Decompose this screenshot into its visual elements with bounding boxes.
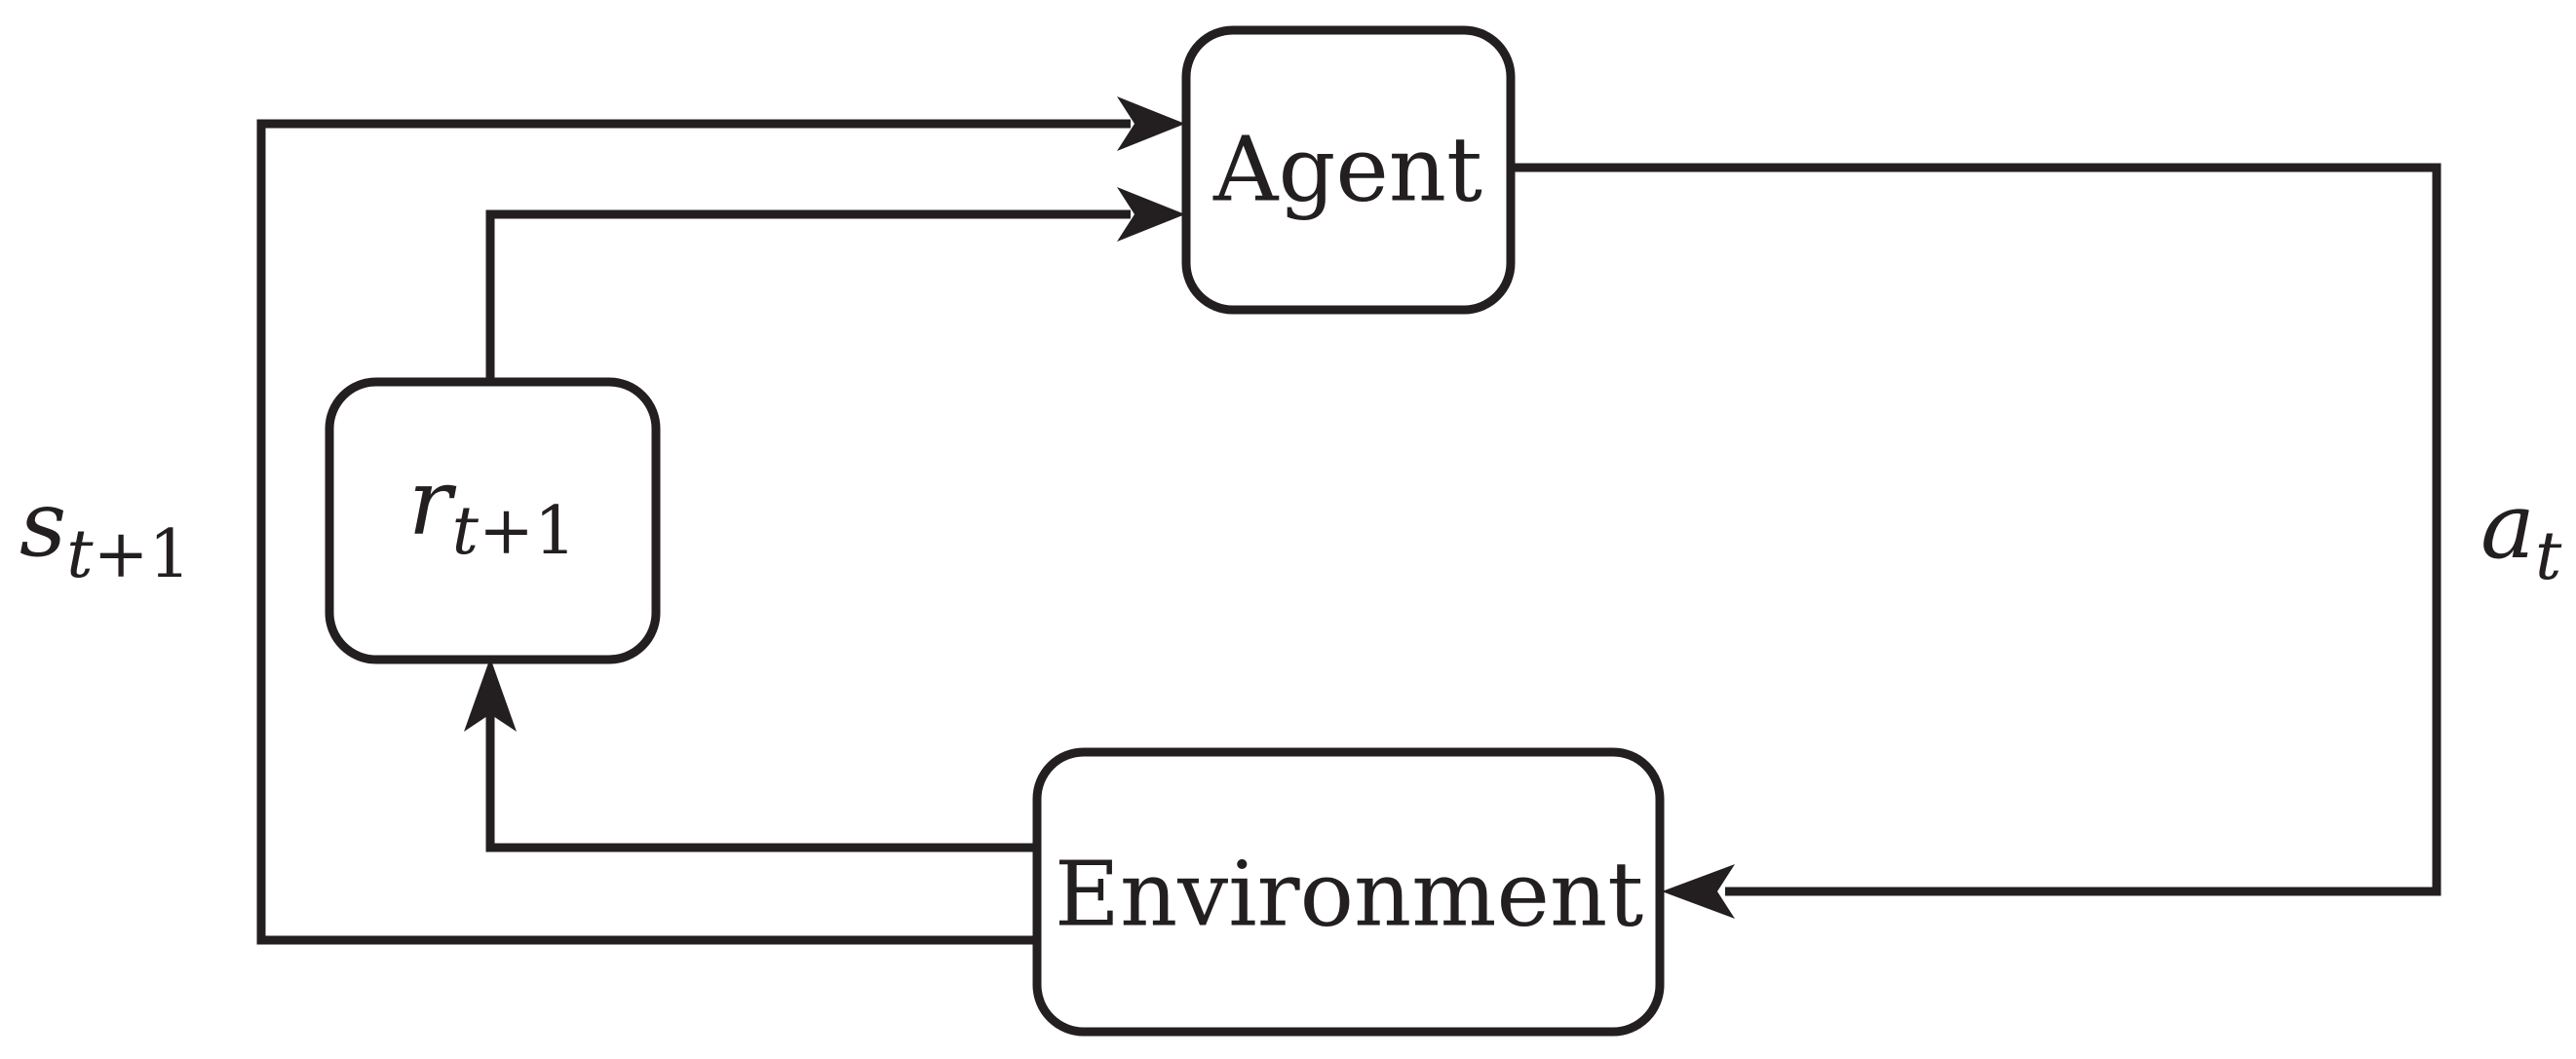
reward-subscript-rest: +1 (479, 493, 576, 570)
next-state-label: st+1 (19, 472, 191, 593)
next-state-symbol: s (19, 472, 66, 578)
reward-node: rt+1 (325, 377, 661, 664)
action-label: at (2480, 473, 2562, 595)
reward-to-agent-arrowhead (1117, 187, 1185, 242)
next-state-subscript-var: t (66, 516, 94, 593)
environment-box (1032, 747, 1665, 1037)
environment-node: Environment (1032, 747, 1665, 1037)
environment-to-reward-connector (485, 701, 1037, 852)
environment-label: Environment (1055, 843, 1643, 947)
action-subscript: t (2535, 518, 2562, 595)
state-arrowhead (1117, 96, 1185, 151)
agent-box (1181, 25, 1516, 315)
action-symbol: a (2480, 473, 2535, 580)
reward-to-agent-connector (485, 209, 1131, 382)
next-state-subscript-rest: +1 (94, 516, 191, 593)
state-connector (256, 119, 1131, 945)
reward-symbol: r (408, 450, 457, 556)
action-arrowhead (1662, 864, 1735, 919)
reward-box (325, 377, 661, 664)
reward-subscript-var: t (452, 493, 480, 570)
action-connector (1511, 163, 2441, 896)
reward-label: rt+1 (408, 450, 577, 570)
environment-to-reward-arrowhead (464, 658, 517, 732)
agent-node: Agent (1181, 25, 1516, 315)
agent-label: Agent (1212, 118, 1482, 222)
